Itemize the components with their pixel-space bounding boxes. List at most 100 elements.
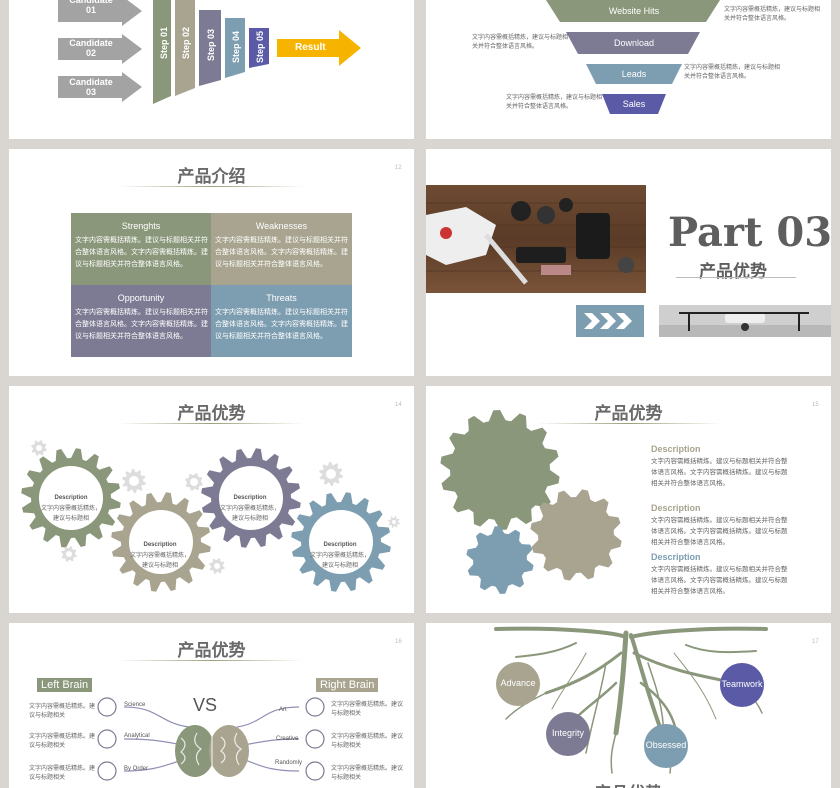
swot-cell-opportunity [71, 285, 211, 357]
step-label-5: Step 05 [255, 30, 266, 64]
page-title: 产品介绍 [177, 167, 246, 186]
deco-gear-7-hub [66, 551, 72, 557]
page-title: 产品优势 [594, 404, 663, 423]
bottom-title: 产品优势 [576, 779, 681, 788]
swot-body-weaknesses: 文字内容需概括精炼。建议与标题相关并符合整体语言风格。文字内容需概括精炼。建议与… [215, 237, 348, 268]
desc-body-3: 文字内容需概括精炼。建议与标题相关并符合整体语言风格。文字内容需概括精炼。建议与… [651, 566, 788, 595]
left-desc-2: 文字内容需概括精炼。建议与标题相关 [29, 734, 96, 749]
left-brain-label: Left Brain [37, 678, 93, 692]
right-desc-1: 文字内容需概括精炼。建议与标题相关 [331, 702, 404, 717]
left-item-1: Science [124, 702, 146, 708]
title-divider [119, 660, 304, 661]
funnel-level-3: Leads [621, 69, 647, 79]
gear-head-2: Description [143, 542, 177, 548]
step-label-4: Step 04 [231, 30, 242, 64]
gear-small [466, 526, 534, 594]
funnel-desc-3: 文字内容需概括精炼，建议与标题相关并符合整体语言风格。 [684, 65, 781, 80]
swot-cell-threats [211, 285, 352, 357]
right-item-1: Art [279, 707, 287, 713]
page-number: 14 [395, 402, 402, 408]
gear-head-1: Description [54, 495, 88, 501]
candidate-label-1: Candidate 01 [69, 0, 113, 15]
left-item-2: Analytical [124, 733, 150, 739]
desc-head-3: Description [651, 552, 701, 562]
swot-head-strengths: Strenghts [121, 221, 161, 231]
right-desc-3: 文字内容需概括精炼。建议与标题相关 [331, 766, 404, 781]
page-title: 产品优势 [177, 641, 246, 660]
gear-large [440, 410, 560, 530]
right-item-2: Creative [276, 736, 299, 742]
gear-body-1: 文字内容需概括精炼，建议与标题相 [40, 506, 101, 522]
result-arrow [277, 30, 361, 66]
swot-head-threats: Threats [266, 293, 297, 303]
candidate-arrow-1 [58, 0, 142, 26]
slide-brain[interactable]: 产品优势 16 Left Brain Right Brain VS Scienc [9, 623, 414, 788]
slide-gears-row[interactable]: 产品优势 14 Description 文字内容需概括精炼，建议与标题相 Des… [9, 386, 414, 613]
swot-cell-weaknesses [211, 213, 352, 285]
slide-gear-cluster[interactable]: 产品优势 15 Description 文字内容需概括精炼。建议与标题相关并符合… [426, 386, 831, 613]
gear-head-3: Description [233, 495, 267, 501]
gear-4-hub [309, 510, 373, 574]
part-subtitle: 产品优势 [699, 262, 767, 281]
candidate-arrow-3 [58, 72, 142, 102]
swot-body-strengths: 文字内容需概括精炼。建议与标题相关并符合整体语言风格。文字内容需概括精炼。建议与… [75, 237, 208, 268]
brain-graphic [97, 697, 325, 781]
slide-swot[interactable]: 产品介绍 12 Strenghts 文字内容需概括精炼。建议与标题相关并符合整体… [9, 149, 414, 376]
title-divider [536, 423, 721, 424]
desc-body-2: 文字内容需概括精炼。建议与标题相关并符合整体语言风格。文字内容需概括精炼。建议与… [651, 517, 788, 546]
page-title: 产品优势 [177, 404, 246, 423]
step-label-2: Step 02 [181, 26, 192, 60]
drone-photo [659, 305, 831, 337]
funnel-desc-2: 文字内容需概括精炼，建议与标题相关并符合整体语言风格。 [472, 35, 569, 50]
left-desc-1: 文字内容需概括精炼。建议与标题相关 [29, 704, 96, 719]
slide-roots[interactable]: 17 Advance Teamwork Integrity [426, 623, 831, 788]
page-number: 17 [812, 639, 819, 645]
part-divider [676, 277, 796, 278]
right-brain-label: Right Brain [316, 678, 379, 692]
swot-head-opportunity: Opportunity [117, 293, 165, 303]
slide-funnel[interactable]: Website Hits Download Leads Sales 文字内容需概… [426, 0, 831, 139]
step-label-1: Step 01 [159, 26, 170, 60]
swot-body-opportunity: 文字内容需概括精炼。建议与标题相关并符合整体语言风格。文字内容需概括精炼。建议与… [75, 309, 208, 340]
gear-2-hub [129, 510, 193, 574]
slide-part03[interactable]: Part 03 产品优势 [426, 149, 831, 376]
page-number: 15 [812, 402, 819, 408]
circle-obsessed: Obsessed [645, 740, 687, 750]
slide-candidate-steps[interactable]: Candidate 01 Candidate 02 Candidate 03 S… [9, 0, 414, 139]
gear-body-3: 文字内容需概括精炼，建议与标题相 [219, 506, 280, 522]
title-divider [119, 423, 304, 424]
swot-cell-strengths [71, 213, 211, 285]
deco-gear-2-hub [129, 476, 139, 486]
roots-graphic [494, 626, 768, 774]
deco-gear-6-hub [392, 520, 396, 524]
gear-medium [530, 489, 622, 581]
left-item-3: By Order [124, 766, 149, 772]
gears-graphic [21, 440, 400, 592]
gear-body-2: 文字内容需概括精炼，建议与标题相 [129, 553, 190, 569]
vs-label: VS [193, 695, 218, 715]
circle-advance: Advance [500, 678, 536, 688]
right-item-3: Randomly [275, 760, 303, 766]
funnel-desc-1: 文字内容需概括精炼，建议与标题相关并符合整体语言风格。 [724, 7, 821, 22]
left-desc-3: 文字内容需概括精炼。建议与标题相关 [29, 766, 96, 781]
funnel-level-4: Sales [622, 99, 646, 109]
deco-gear-5-hub [326, 469, 336, 479]
gear-head-4: Description [323, 542, 357, 548]
desc-head-2: Description [651, 503, 701, 513]
result-label: Result [295, 42, 326, 53]
candidate-label-3: Candidate 03 [69, 77, 113, 97]
funnel-level-2: Download [613, 38, 655, 48]
gear-3-hub [219, 466, 283, 530]
chevrons-icon [584, 313, 632, 329]
page-number: 12 [395, 165, 402, 171]
deco-gear-1-hub [36, 445, 42, 451]
title-divider [119, 186, 304, 187]
desc-head-1: Description [651, 444, 701, 454]
funnel-shape [546, 0, 720, 114]
gear-1-hub [39, 466, 103, 530]
step-label-3: Step 03 [206, 28, 217, 62]
desc-body-1: 文字内容需概括精炼。建议与标题相关并符合整体语言风格。文字内容需概括精炼。建议与… [651, 458, 788, 487]
right-desc-2: 文字内容需概括精炼。建议与标题相关 [331, 734, 404, 749]
candidate-label-2: Candidate 02 [69, 38, 113, 58]
deco-gear-4-hub [214, 563, 220, 569]
